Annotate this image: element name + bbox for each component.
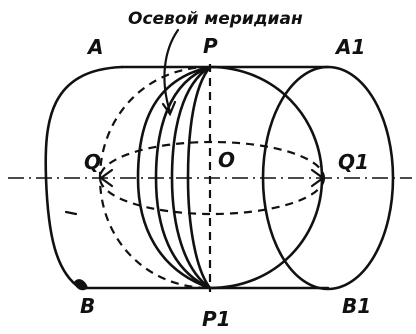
label-Q: Q	[84, 150, 101, 174]
caption-axial-meridian: Осевой меридиан	[128, 9, 303, 29]
ink-blob-bottom-left	[74, 279, 88, 291]
arrow-to-Q	[99, 168, 114, 188]
meridian-3-axial	[170, 65, 212, 290]
label-B1: B1	[342, 294, 371, 318]
label-A: A	[86, 35, 103, 59]
cylinder-right-end	[261, 65, 395, 291]
label-P: P	[203, 34, 218, 58]
label-O: O	[218, 148, 235, 172]
meridian-4	[186, 65, 212, 290]
arrow-to-Q1	[310, 168, 325, 188]
label-B: B	[80, 294, 95, 318]
meridian-1	[136, 65, 212, 290]
label-Q1: Q1	[338, 150, 369, 174]
meridian-2	[154, 65, 212, 290]
caption-leader	[163, 28, 180, 114]
caption-leader-arrow	[161, 100, 177, 117]
ink-mark-left	[64, 210, 78, 216]
label-P1: P1	[202, 307, 231, 331]
cylinder-left-end	[44, 65, 124, 290]
label-A1: A1	[334, 35, 365, 59]
